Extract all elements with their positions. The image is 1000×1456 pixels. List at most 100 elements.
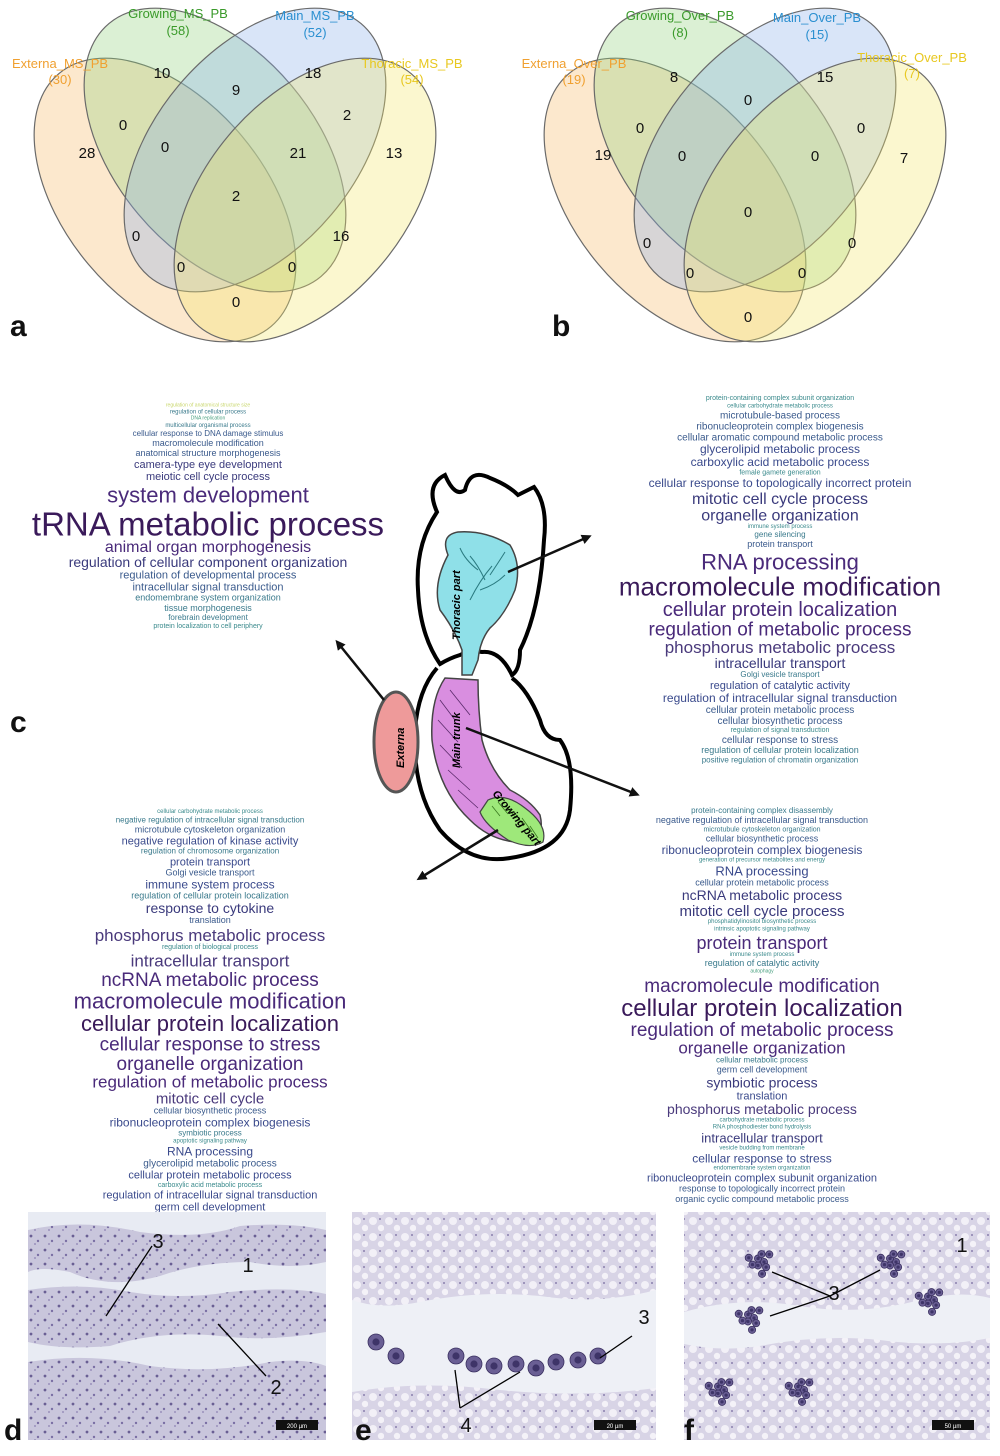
- venn-b-region-main-only: 15: [817, 69, 834, 86]
- venn-b-region-gmt: 0: [811, 148, 819, 165]
- panel-letter-f: f: [684, 1414, 695, 1447]
- barnacle-diagram: Thoracic part Externa Main trunk Growing…: [335, 472, 640, 881]
- micrograph-f-label-3: 3: [828, 1283, 839, 1305]
- venn-b-region-egm: 0: [678, 148, 686, 165]
- cloud-word: cellular response to stress: [100, 1035, 321, 1056]
- cloud-word: ribonucleoprotein complex subunit organi…: [647, 1173, 877, 1185]
- cell-nucleus: [767, 1252, 771, 1257]
- cloud-word: negative regulation of intracellular sig…: [656, 815, 868, 825]
- venn-a-label-growing: Growing_MS_PB: [128, 6, 228, 21]
- thoracic-branching: [459, 547, 506, 601]
- cell-nucleus: [787, 1384, 791, 1388]
- cloud-word: cellular biosynthetic process: [154, 1106, 267, 1116]
- micrograph-d-label-2: 2: [270, 1377, 281, 1399]
- cell-nucleus: [710, 1391, 715, 1395]
- venn-a-count-main: (52): [303, 25, 326, 40]
- cloud-word: mitotic cell cycle: [156, 1091, 264, 1108]
- cloud-word: organic cyclic compound metabolic proces…: [675, 1194, 849, 1204]
- cell-nucleus: [804, 1393, 808, 1397]
- cloud-word: mitotic cell cycle process: [679, 903, 844, 920]
- cloud-word: intracellular signal transduction: [132, 582, 283, 594]
- venn-a-label-main: Main_MS_PB: [275, 8, 354, 23]
- cloud-word: phosphatidylinositol biosynthetic proces…: [708, 919, 816, 925]
- cloud-word: autophagy: [750, 968, 774, 974]
- arrow-to-main-cloud: [465, 726, 640, 797]
- cloud-word: DNA replication: [191, 416, 226, 422]
- micrograph-f-pointer-3c: [829, 1269, 881, 1297]
- venn-a-count-thoracic: (54): [400, 72, 423, 87]
- venn-a-region-eg: 0: [119, 117, 127, 134]
- cloud-word: RNA processing: [715, 863, 808, 878]
- venn-diagram-a: Externa_MS_PB (30) Growing_MS_PB (58) Ma…: [10, 6, 463, 343]
- micrograph-d-tissue-top: [28, 1224, 326, 1283]
- cloud-word: germ cell development: [155, 1202, 266, 1214]
- arrow-to-growing-cloud: [416, 828, 499, 881]
- cloud-word: apoptotic signaling pathway: [173, 1139, 247, 1145]
- cloud-word: meiotic cell cycle process: [146, 471, 271, 483]
- panel-letter-c: c: [10, 706, 27, 739]
- venn-b-count-externa: (19): [562, 72, 585, 87]
- venn-a-set-growing: [83, 7, 347, 293]
- venn-b-set-externa: [543, 57, 807, 343]
- venn-a-region-growing-only: 10: [154, 65, 171, 82]
- cell-nucleus: [716, 1391, 720, 1396]
- cloud-word: regulation of anatomical structure size: [166, 402, 250, 408]
- cloud-word: translation: [189, 915, 231, 925]
- cell-nucleus: [750, 1263, 755, 1267]
- thoracic-part-shape: [436, 531, 519, 676]
- venn-b-set-main: [633, 7, 897, 293]
- cloud-word: forebrain development: [168, 613, 248, 622]
- venn-a-region-thoracic-only: 13: [386, 145, 403, 162]
- cloud-word: cellular aromatic compound metabolic pro…: [677, 432, 883, 443]
- venn-a-label-thoracic: Thoracic_MS_PB: [361, 56, 462, 71]
- venn-a-region-et: 0: [132, 228, 140, 245]
- cell-nucleus: [512, 1360, 520, 1368]
- cell-nucleus: [888, 1263, 892, 1268]
- cloud-word: anatomical structure morphogenesis: [135, 448, 281, 458]
- cloud-word: tRNA metabolic process: [32, 505, 384, 542]
- cloud-word: symbiotic process: [706, 1074, 817, 1090]
- cell-nucleus: [802, 1388, 806, 1392]
- cloud-word: microtubule cytoskeleton organization: [703, 826, 820, 833]
- cloud-word: cellular protein localization: [663, 599, 898, 621]
- micrograph-e-pointer-3: [599, 1335, 633, 1359]
- cell-nucleus: [894, 1260, 898, 1264]
- venn-a-label-externa: Externa_MS_PB: [12, 56, 108, 71]
- cell-nucleus: [807, 1380, 811, 1385]
- venn-a-region-emt: 0: [288, 259, 296, 276]
- cell-nucleus: [470, 1360, 478, 1368]
- venn-b-region-egmt: 0: [744, 204, 752, 221]
- venn-a-region-egm: 0: [161, 139, 169, 156]
- growing-part-shape: [479, 796, 545, 847]
- cloud-word: female gamete generation: [739, 469, 820, 476]
- cloud-word: cellular protein metabolic process: [128, 1170, 292, 1182]
- cell-nucleus: [719, 1380, 724, 1384]
- cell-nucleus: [796, 1384, 800, 1389]
- cloud-word: regulation of metabolic process: [649, 620, 912, 641]
- cloud-word: Golgi vesicle transport: [740, 670, 820, 679]
- micrograph-d-tissue-bottom: [28, 1357, 326, 1440]
- cell-nucleus: [888, 1256, 892, 1261]
- venn-b-region-et: 0: [643, 235, 651, 252]
- cell-nucleus: [891, 1252, 896, 1256]
- cloud-word: regulation of developmental process: [120, 570, 297, 582]
- cloud-word: macromolecule modification: [152, 438, 264, 448]
- cloud-word: cellular protein metabolic process: [706, 705, 854, 716]
- cloud-word: organelle organization: [117, 1054, 304, 1075]
- cloud-word: protein-containing complex disassembly: [691, 806, 833, 815]
- cloud-word: glycerolipid metabolic process: [700, 442, 860, 456]
- venn-b-region-gm: 0: [744, 92, 752, 109]
- panel-letter-d: d: [4, 1414, 22, 1447]
- cell-nucleus: [879, 1256, 883, 1260]
- venn-a-region-gmt: 21: [290, 145, 307, 162]
- cell-nucleus: [760, 1272, 764, 1276]
- cloud-word: negative regulation of intracellular sig…: [116, 815, 305, 824]
- cloud-word: animal organ morphogenesis: [105, 539, 311, 556]
- cloud-word: organelle organization: [701, 508, 858, 525]
- cloud-word: cellular biosynthetic process: [706, 833, 819, 843]
- micrograph-e-scalebar: [594, 1420, 636, 1430]
- cloud-word: vesicle budding from membrane: [719, 1146, 805, 1152]
- cloud-word: regulation of metabolic process: [92, 1073, 327, 1092]
- label-main-trunk: Main trunk: [451, 712, 463, 768]
